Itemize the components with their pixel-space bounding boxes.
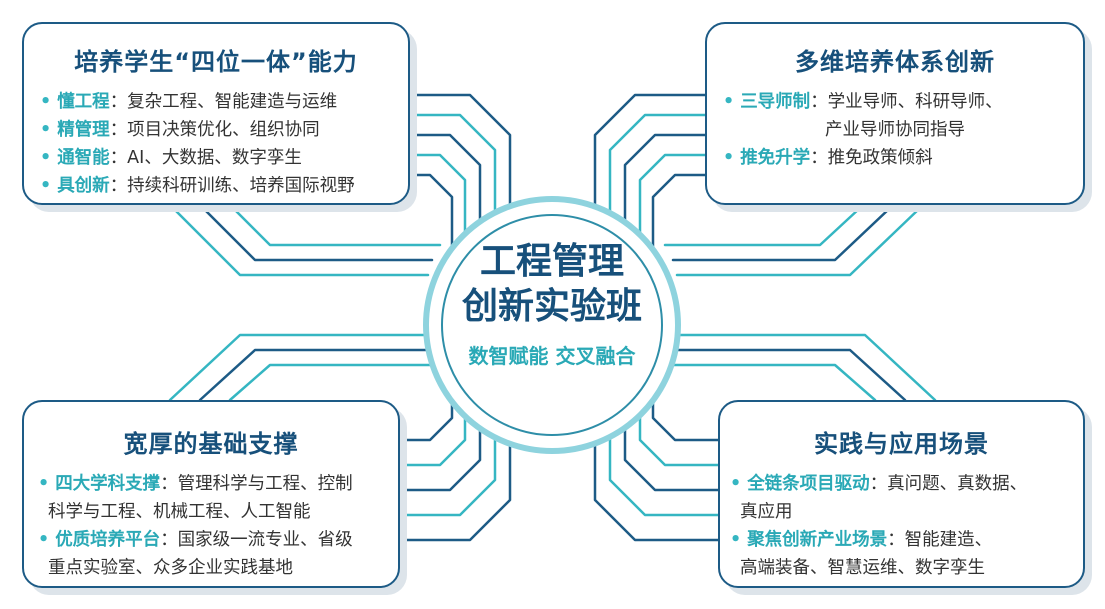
list-item: •三导师制：学业导师、科研导师、 (723, 92, 1003, 112)
center-tagline: 数智赋能 交叉融合 (468, 344, 636, 368)
bullet-icon: • (723, 148, 735, 168)
list-item: •全链条项目驱动：真问题、真数据、 (730, 474, 1028, 494)
foundation-title: 宽厚的基础支撑 (123, 430, 299, 458)
list-item-continuation: 高端装备、智慧运维、数字孪生 (740, 558, 985, 578)
center-title-line2: 创新实验班 (461, 286, 642, 327)
connector-line (198, 348, 434, 402)
connector-line (671, 206, 892, 262)
connector-line (408, 93, 512, 217)
bullet-icon: • (40, 176, 52, 196)
connector-line (198, 203, 434, 262)
connector-line (228, 363, 442, 402)
list-item: •具创新：持续科研训练、培养国际视野 (40, 176, 355, 196)
training-system-box: 多维培养体系创新 •三导师制：学业导师、科研导师、 产业导师协同指导 •推免升学… (705, 22, 1085, 205)
connector-line (623, 133, 707, 237)
bullet-icon: • (40, 92, 52, 112)
capability-title: 培养学生“四位一体”能力 (74, 48, 358, 76)
connector-line (408, 113, 497, 227)
practice-title: 实践与应用场景 (814, 430, 989, 458)
connector-line (168, 333, 430, 402)
connector-line (168, 203, 430, 277)
connector-line (228, 203, 442, 247)
connector-line (608, 113, 707, 227)
list-item-continuation: 科学与工程、机械工程、人工智能 (48, 502, 311, 522)
list-item: •推免升学：推免政策倾斜 (723, 148, 933, 168)
practice-box: 实践与应用场景 •全链条项目驱动：真问题、真数据、 真应用 •聚焦创新产业场景：… (718, 400, 1085, 588)
list-item-continuation: 重点实验室、众多企业实践基地 (48, 558, 293, 578)
bullet-icon: • (40, 148, 52, 168)
connector-line (593, 93, 707, 217)
list-item: •优质培养平台：国家级一流专业、省级 (38, 530, 353, 550)
bullet-icon: • (723, 92, 735, 112)
connector-line (651, 173, 707, 262)
connector-line (671, 348, 907, 402)
center-title-line1: 工程管理 (479, 241, 624, 282)
list-item-continuation: 真应用 (740, 502, 793, 522)
connector-line (663, 206, 862, 247)
training-system-title: 多维培养体系创新 (795, 48, 995, 76)
list-item: •精管理：项目决策优化、组织协同 (40, 120, 320, 140)
list-item: •懂工程：复杂工程、智能建造与运维 (40, 92, 338, 112)
list-item: •聚焦创新产业场景：智能建造、 (730, 530, 993, 550)
bullet-icon: • (40, 120, 52, 140)
center-circle-inner (441, 214, 663, 436)
connector-line (408, 173, 454, 262)
connector-line (408, 153, 467, 247)
bullet-icon: • (730, 474, 742, 494)
list-item: •通智能：AI、大数据、数字孪生 (40, 148, 302, 168)
capability-box: 培养学生“四位一体”能力 •懂工程：复杂工程、智能建造与运维 •精管理：项目决策… (22, 22, 410, 205)
connector-line (675, 333, 937, 402)
bullet-icon: • (730, 530, 742, 550)
list-item: •四大学科支撑：管理科学与工程、控制 (38, 474, 353, 494)
connector-line (398, 403, 512, 542)
list-item-continuation: 产业导师协同指导 (825, 120, 965, 140)
connector-line (675, 206, 922, 277)
bullet-icon: • (38, 474, 50, 494)
connector-line (593, 403, 720, 542)
bullet-icon: • (38, 530, 50, 550)
connector-line (638, 153, 707, 247)
connector-line (663, 363, 877, 402)
foundation-box: 宽厚的基础支撑 •四大学科支撑：管理科学与工程、控制 科学与工程、机械工程、人工… (22, 400, 400, 588)
connector-line (408, 133, 482, 237)
